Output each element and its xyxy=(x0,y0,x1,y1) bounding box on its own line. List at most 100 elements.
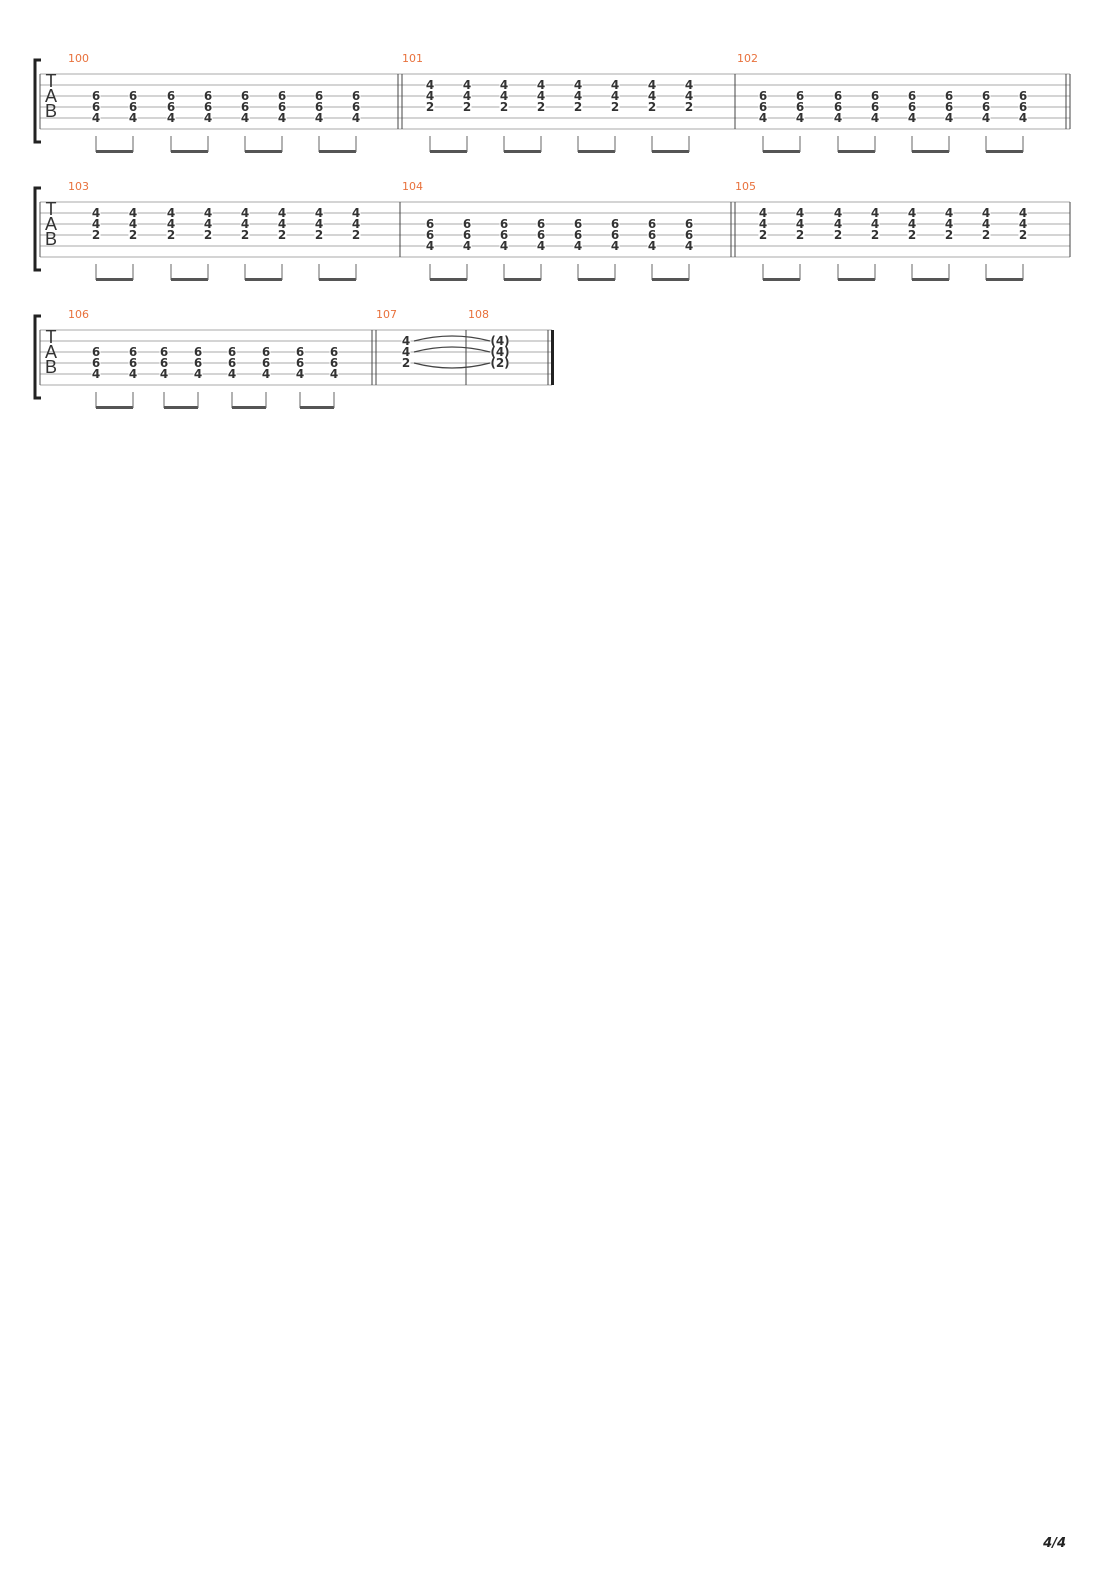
fret-bg xyxy=(166,91,176,101)
fret-bg xyxy=(758,219,768,229)
fret-number: 4 xyxy=(463,78,471,92)
fret-bg xyxy=(351,102,361,112)
fret-bg xyxy=(833,208,843,218)
fret-bg xyxy=(491,336,509,346)
page-number: 4/4 xyxy=(1043,1536,1066,1551)
chord: 442 xyxy=(944,206,954,280)
fret-number: 4 xyxy=(834,217,842,231)
fret-number: 6 xyxy=(908,89,916,103)
measure-number: 104 xyxy=(402,180,423,193)
note-beam xyxy=(912,278,949,281)
fret-bg xyxy=(203,219,213,229)
chord: 664 xyxy=(573,217,615,281)
chord: 664 xyxy=(833,89,875,153)
fret-bg xyxy=(536,102,546,112)
fret-number: 2 xyxy=(648,100,656,114)
fret-bg xyxy=(981,113,991,123)
fret-number: 6 xyxy=(129,100,137,114)
fret-number: 4 xyxy=(426,78,434,92)
note-beam xyxy=(430,150,467,153)
fret-number: 4 xyxy=(129,206,137,220)
tab-clef-letter: T xyxy=(46,327,57,347)
chord: 442 xyxy=(203,206,213,280)
fret-number: 4 xyxy=(982,111,990,125)
fret-bg xyxy=(425,80,435,90)
fret-bg xyxy=(758,102,768,112)
fret-bg xyxy=(870,102,880,112)
fret-number: 2 xyxy=(537,100,545,114)
note-beam xyxy=(96,278,133,281)
fret-number: 6 xyxy=(685,228,693,242)
fret-bg xyxy=(128,358,138,368)
fret-bg xyxy=(1018,91,1028,101)
fret-number: 4 xyxy=(241,217,249,231)
fret-bg xyxy=(314,102,324,112)
fret-bg xyxy=(684,241,694,251)
fret-number: 6 xyxy=(330,356,338,370)
fret-number: 2 xyxy=(426,100,434,114)
measure-number: 102 xyxy=(737,52,758,65)
chord: 664 xyxy=(227,345,266,409)
fret-number: 4 xyxy=(426,239,434,253)
fret-number: (2) xyxy=(490,356,509,370)
fret-number: 6 xyxy=(167,89,175,103)
chord: 442 xyxy=(351,206,361,280)
fret-number: 4 xyxy=(167,206,175,220)
chord: 442 xyxy=(401,334,411,370)
note-beam xyxy=(652,150,689,153)
measure-number: 106 xyxy=(68,308,89,321)
fret-bg xyxy=(684,219,694,229)
tab-clef-letter: B xyxy=(45,357,57,377)
fret-number: 6 xyxy=(500,228,508,242)
note-beam xyxy=(504,278,541,281)
fret-bg xyxy=(491,358,509,368)
fret-number: 6 xyxy=(194,356,202,370)
fret-bg xyxy=(907,113,917,123)
fret-number: 2 xyxy=(129,228,137,242)
fret-bg xyxy=(91,91,101,101)
fret-bg xyxy=(573,102,583,112)
fret-number: 4 xyxy=(685,78,693,92)
measure-number: 101 xyxy=(402,52,423,65)
fret-bg xyxy=(203,208,213,218)
fret-bg xyxy=(981,102,991,112)
chord: 442 xyxy=(981,206,1023,281)
fret-number: 4 xyxy=(611,89,619,103)
fret-number: 4 xyxy=(241,111,249,125)
note-beam xyxy=(838,150,875,153)
fret-bg xyxy=(91,230,101,240)
fret-number: 6 xyxy=(262,356,270,370)
fret-number: 6 xyxy=(759,89,767,103)
fret-number: 4 xyxy=(685,89,693,103)
chord: 442 xyxy=(425,78,467,153)
fret-number: 6 xyxy=(129,89,137,103)
fret-bg xyxy=(907,102,917,112)
fret-number: 4 xyxy=(1019,217,1027,231)
note-beam xyxy=(578,150,615,153)
fret-number: 2 xyxy=(796,228,804,242)
fret-number: 4 xyxy=(871,217,879,231)
fret-number: 4 xyxy=(759,217,767,231)
fret-number: 6 xyxy=(908,100,916,114)
fret-number: 6 xyxy=(945,100,953,114)
fret-bg xyxy=(425,219,435,229)
fret-bg xyxy=(329,358,339,368)
measure: 108(4)(4)(2) xyxy=(468,308,554,385)
fret-number: 2 xyxy=(908,228,916,242)
fret-bg xyxy=(499,241,509,251)
fret-number: 2 xyxy=(1019,228,1027,242)
fret-bg xyxy=(907,208,917,218)
chord: 664 xyxy=(295,345,334,409)
fret-bg xyxy=(870,113,880,123)
note-beam xyxy=(912,150,949,153)
chord: 664 xyxy=(944,89,954,152)
tie-curve xyxy=(413,362,491,369)
fret-bg xyxy=(795,208,805,218)
note-beam xyxy=(319,150,356,153)
fret-number: 4 xyxy=(315,206,323,220)
fret-bg xyxy=(610,219,620,229)
fret-number: 4 xyxy=(296,367,304,381)
fret-bg xyxy=(1018,102,1028,112)
fret-number: (4) xyxy=(490,345,509,359)
